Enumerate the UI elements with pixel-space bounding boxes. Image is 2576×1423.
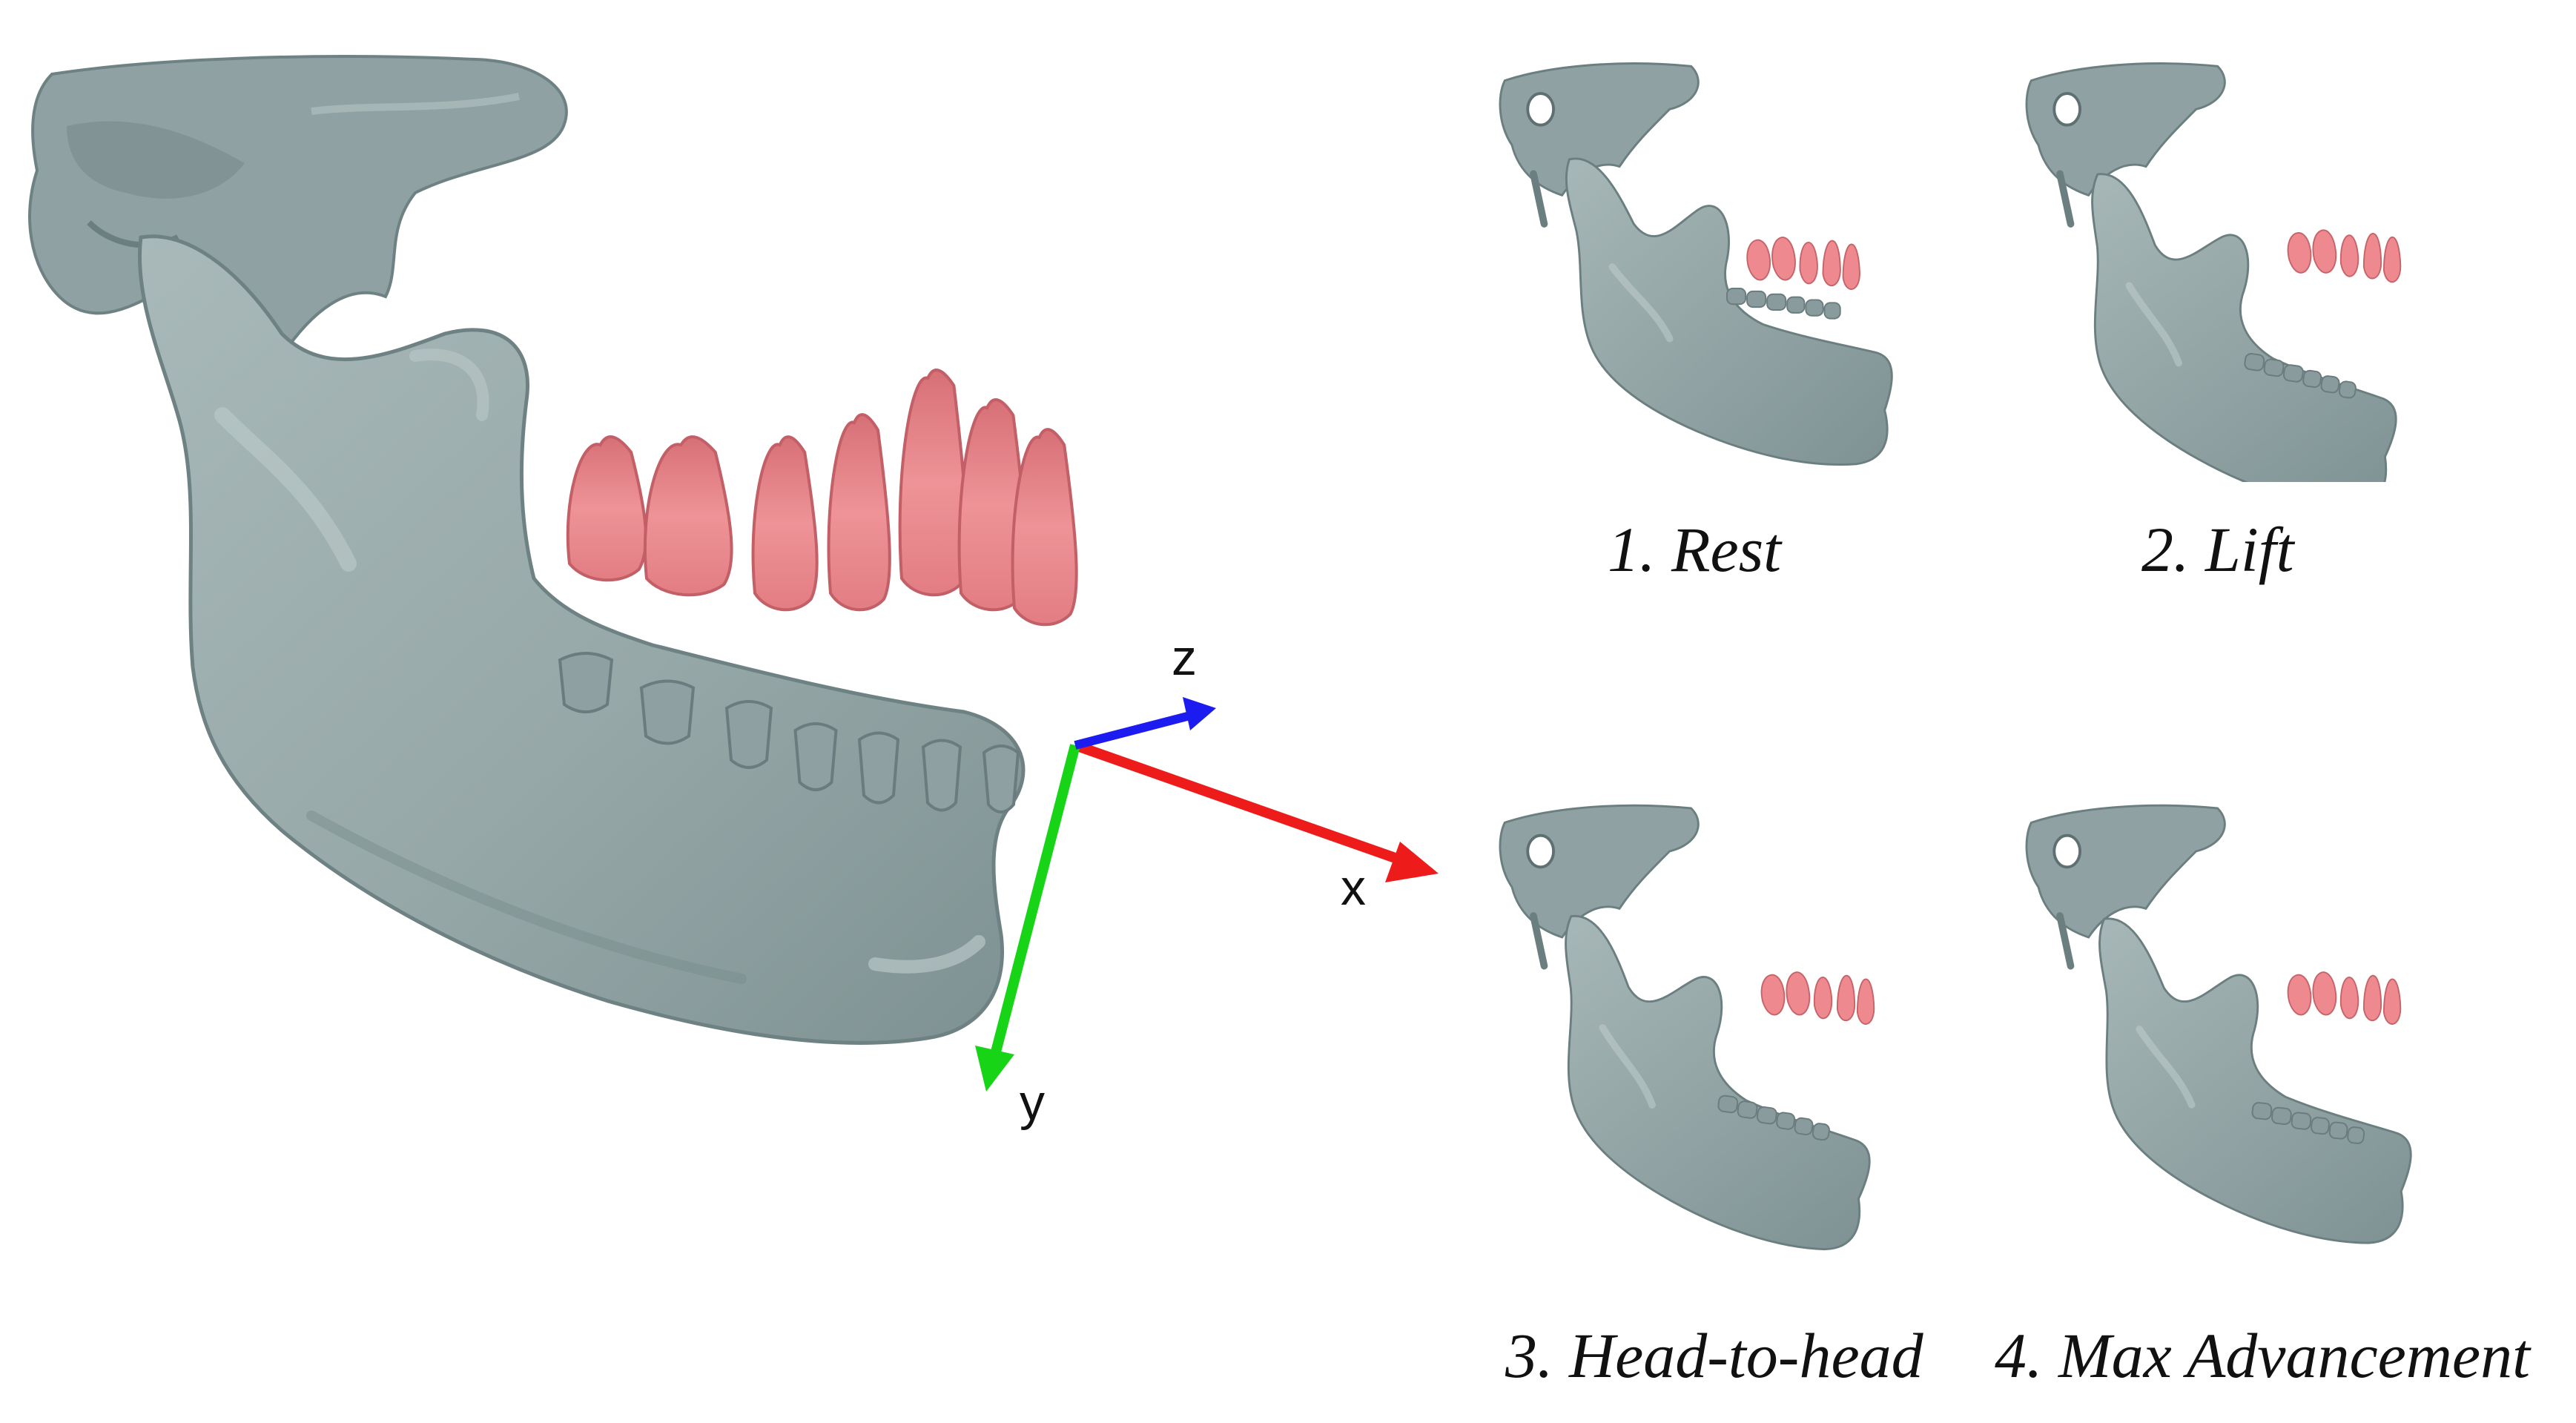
lower-tooth [857, 731, 900, 805]
main-jaw-model: x y z [28, 55, 1439, 1131]
upper-tooth [957, 398, 1028, 612]
caption-lift: 2. Lift [2141, 514, 2294, 585]
lower-tooth [793, 722, 838, 791]
y-axis-arrow [988, 744, 1080, 1062]
lower-tooth [921, 739, 962, 812]
x-axis-arrow [1073, 740, 1404, 865]
mandible [137, 234, 1026, 1045]
y-axis-label: y [1020, 1074, 1045, 1131]
upper-tooth [898, 369, 968, 597]
lower-tooth [558, 652, 614, 713]
upper-tooth [1011, 428, 1078, 627]
caption-head-to-head: 3. Head-to-head [1505, 1320, 1923, 1391]
y-axis-arrowhead [975, 1046, 1014, 1092]
pose-head-to-head-model [1490, 793, 1921, 1253]
z-axis-arrow [1074, 711, 1192, 750]
coordinate-axes: x y z [975, 630, 1439, 1131]
x-axis-arrowhead [1385, 842, 1439, 882]
upper-tooth [566, 435, 648, 582]
z-axis-arrowhead [1183, 697, 1216, 730]
pose-rest-model [1490, 52, 1921, 482]
lower-tooth [982, 744, 1020, 813]
upper-tooth [643, 435, 733, 597]
x-axis-label: x [1341, 859, 1366, 916]
caption-max-advancement: 4. Max Advancement [1995, 1320, 2530, 1391]
upper-tooth [751, 435, 819, 612]
lower-teeth [558, 652, 1020, 813]
caption-rest: 1. Rest [1608, 514, 1782, 585]
z-axis-label: z [1172, 630, 1197, 686]
upper-teeth [566, 369, 1078, 627]
upper-tooth [827, 413, 891, 612]
pose-max-advancement-model [2017, 793, 2447, 1253]
lower-tooth [724, 700, 773, 769]
lower-tooth [639, 679, 696, 745]
pose-lift-model [2017, 52, 2447, 482]
skull-fragment [28, 55, 568, 358]
